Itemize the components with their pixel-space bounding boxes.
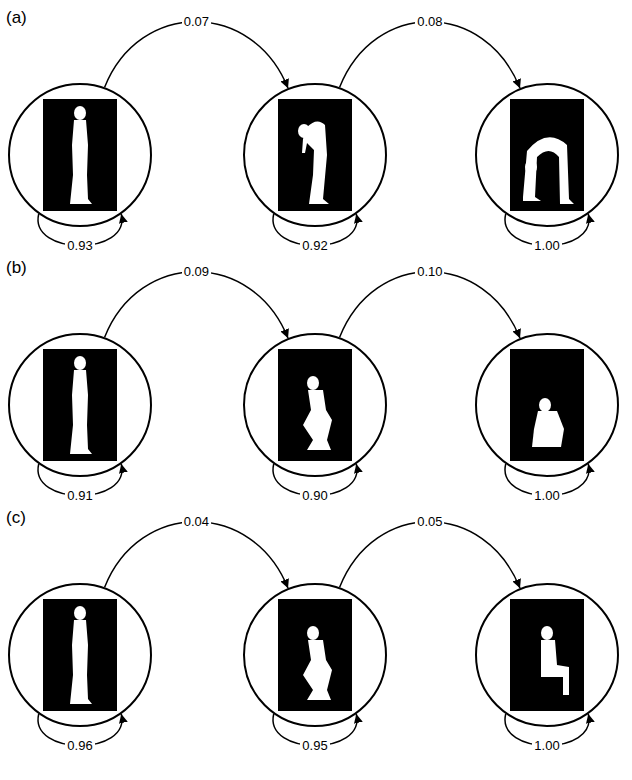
state-circle (475, 83, 619, 227)
probability-label: 0.96 (65, 738, 94, 753)
probability-label: 0.92 (300, 238, 329, 253)
state-circle (475, 333, 619, 477)
state-circle (243, 583, 387, 727)
probability-label: 0.95 (300, 738, 329, 753)
probability-label: 0.93 (65, 238, 94, 253)
probability-label: 0.08 (415, 14, 444, 29)
state-circle (475, 583, 619, 727)
probability-label: 1.00 (532, 488, 561, 503)
state-circle (8, 83, 152, 227)
probability-label: 0.10 (415, 264, 444, 279)
transition-arrow (105, 522, 288, 588)
probability-label: 0.91 (65, 488, 94, 503)
transition-arrow (105, 22, 288, 88)
transition-arrow (340, 22, 520, 88)
state-circle (243, 83, 387, 227)
probability-label: 1.00 (532, 238, 561, 253)
probability-label: 0.07 (182, 14, 211, 29)
probability-label: 0.04 (182, 514, 211, 529)
panel-label: (b) (6, 258, 27, 278)
transition-arrow (340, 272, 520, 338)
state-circle (8, 333, 152, 477)
transition-arrow (340, 522, 520, 588)
probability-label: 0.05 (415, 514, 444, 529)
panel-label: (a) (6, 8, 27, 28)
probability-label: 1.00 (532, 738, 561, 753)
transition-arrow (105, 272, 288, 338)
probability-label: 0.09 (182, 264, 211, 279)
state-circle (243, 333, 387, 477)
panel-label: (c) (6, 508, 26, 528)
state-circle (8, 583, 152, 727)
probability-label: 0.90 (300, 488, 329, 503)
